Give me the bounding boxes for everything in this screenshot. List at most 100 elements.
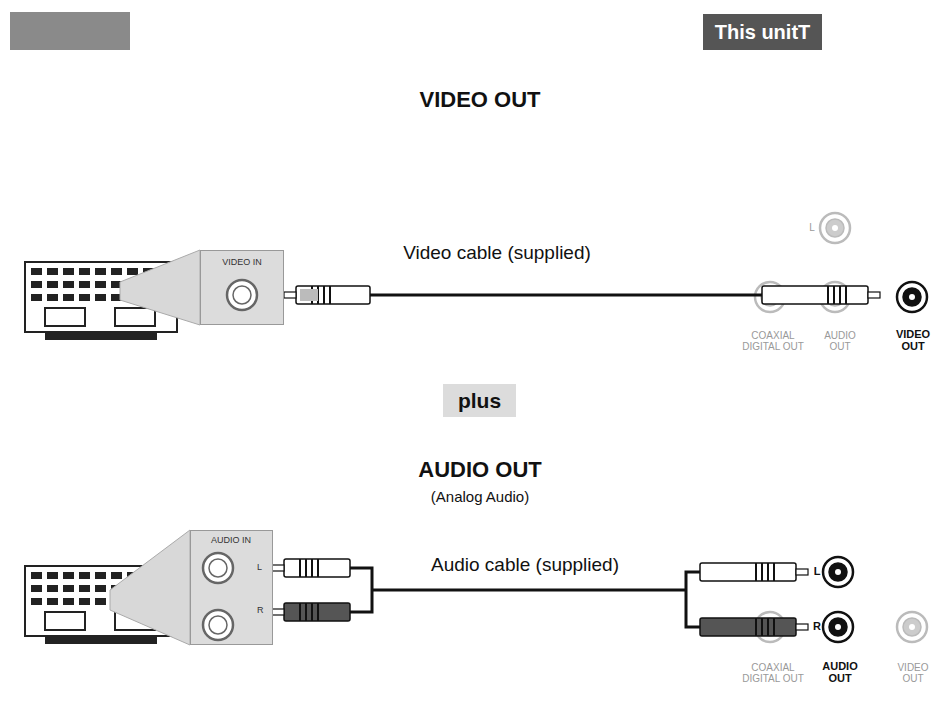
plug-grip <box>833 286 835 304</box>
plug-grip <box>773 563 775 581</box>
tv-vent <box>31 572 42 579</box>
jack-label: VIDEO OUT <box>892 329 934 352</box>
tv-vent <box>95 268 106 275</box>
tv-vent <box>47 585 58 592</box>
plug-grip <box>317 559 319 577</box>
jack-ring <box>209 559 227 577</box>
tv-vent <box>63 585 74 592</box>
tv-vent <box>47 598 58 605</box>
jack-label: VIDEO OUT <box>892 663 934 684</box>
tv-vent <box>63 268 74 275</box>
tv-vent <box>63 281 74 288</box>
tv-stand <box>45 332 157 340</box>
panel-title: AUDIO IN <box>211 535 251 545</box>
tv-vent <box>63 598 74 605</box>
tv-vent <box>79 572 90 579</box>
jack-outer <box>823 612 853 642</box>
sub-heading: (Analog Audio) <box>431 489 529 505</box>
jack-ring <box>233 286 251 304</box>
zoom-lines <box>120 250 200 325</box>
jack-ring <box>903 288 921 306</box>
jack-label: AUDIO OUT <box>820 331 860 352</box>
plug-body <box>700 618 796 636</box>
channel-letter: R <box>813 621 821 633</box>
section-heading: VIDEO OUT <box>419 88 540 111</box>
tv-vent <box>95 294 106 301</box>
plug-grip <box>329 286 331 304</box>
tv-vent <box>79 281 90 288</box>
tv-vent <box>47 572 58 579</box>
plug-grip <box>767 563 769 581</box>
label-box: plus <box>443 384 516 417</box>
plug-grip <box>311 603 313 621</box>
jack-pin <box>215 565 221 571</box>
plug-grip <box>755 618 757 636</box>
plug-pin <box>796 569 808 575</box>
tv-vent <box>47 294 58 301</box>
channel-letter: L <box>814 566 821 578</box>
tv-vent <box>31 598 42 605</box>
tv-vent <box>31 268 42 275</box>
plug-body <box>700 563 796 581</box>
channel-letter: L <box>809 223 815 234</box>
plug-grip <box>317 603 319 621</box>
plug-grip <box>305 559 307 577</box>
jack-pin <box>909 294 915 300</box>
input-panel: AUDIO IN L R <box>190 530 273 645</box>
tv-vent <box>63 572 74 579</box>
plug-band <box>300 289 318 301</box>
plug-body <box>284 603 350 621</box>
channel-letter: L <box>257 562 262 572</box>
tv-vent <box>31 281 42 288</box>
plug-grip <box>827 286 829 304</box>
jack-ring <box>829 618 847 636</box>
jack-label: COAXIAL DIGITAL OUT <box>741 663 805 684</box>
plug-grip <box>299 603 301 621</box>
cable-label: Audio cable (supplied) <box>431 555 619 575</box>
tv-vent <box>31 585 42 592</box>
jack-label: AUDIO OUT <box>819 661 861 684</box>
jack-outer <box>897 612 927 642</box>
plug-grip <box>845 286 847 304</box>
channel-letter: R <box>257 605 264 615</box>
jack-outer <box>820 213 850 243</box>
jack-pin <box>215 622 221 628</box>
header-bar <box>10 12 130 50</box>
plug-grip <box>323 286 325 304</box>
audio-cable <box>350 568 700 627</box>
input-panel: VIDEO IN <box>200 250 284 325</box>
plug-pin <box>868 292 880 298</box>
jack-ring <box>829 563 847 581</box>
jack-ring <box>826 219 844 237</box>
label-box: This unitT <box>703 14 822 50</box>
plug-pin <box>272 609 284 615</box>
zoom-lines <box>110 530 190 645</box>
jack-outer <box>227 280 257 310</box>
plug-grip <box>839 286 841 304</box>
tv-vent <box>95 572 106 579</box>
tv-vent <box>31 294 42 301</box>
jack-ring <box>903 618 921 636</box>
jack-outer <box>203 553 233 583</box>
panel-jacks <box>190 530 273 645</box>
tv-vent <box>79 598 90 605</box>
plug-grip <box>299 559 301 577</box>
video-cable <box>370 294 762 297</box>
tv-vent <box>79 294 90 301</box>
plug-body <box>296 286 370 304</box>
jack-label: COAXIAL DIGITAL OUT <box>741 331 805 352</box>
plug-pin <box>272 565 284 571</box>
tv-vent <box>79 268 90 275</box>
section-heading: AUDIO OUT <box>418 458 541 481</box>
jack-pin <box>835 624 841 630</box>
plug-grip <box>773 618 775 636</box>
jack-outer <box>823 557 853 587</box>
jack-ring <box>209 616 227 634</box>
plug-pin <box>796 624 808 630</box>
tv-vent <box>95 598 106 605</box>
plug-body <box>762 286 868 304</box>
tv-vent <box>111 268 122 275</box>
cable-label: Video cable (supplied) <box>403 243 591 263</box>
jack-pin <box>239 292 245 298</box>
plug-pin <box>284 292 296 298</box>
